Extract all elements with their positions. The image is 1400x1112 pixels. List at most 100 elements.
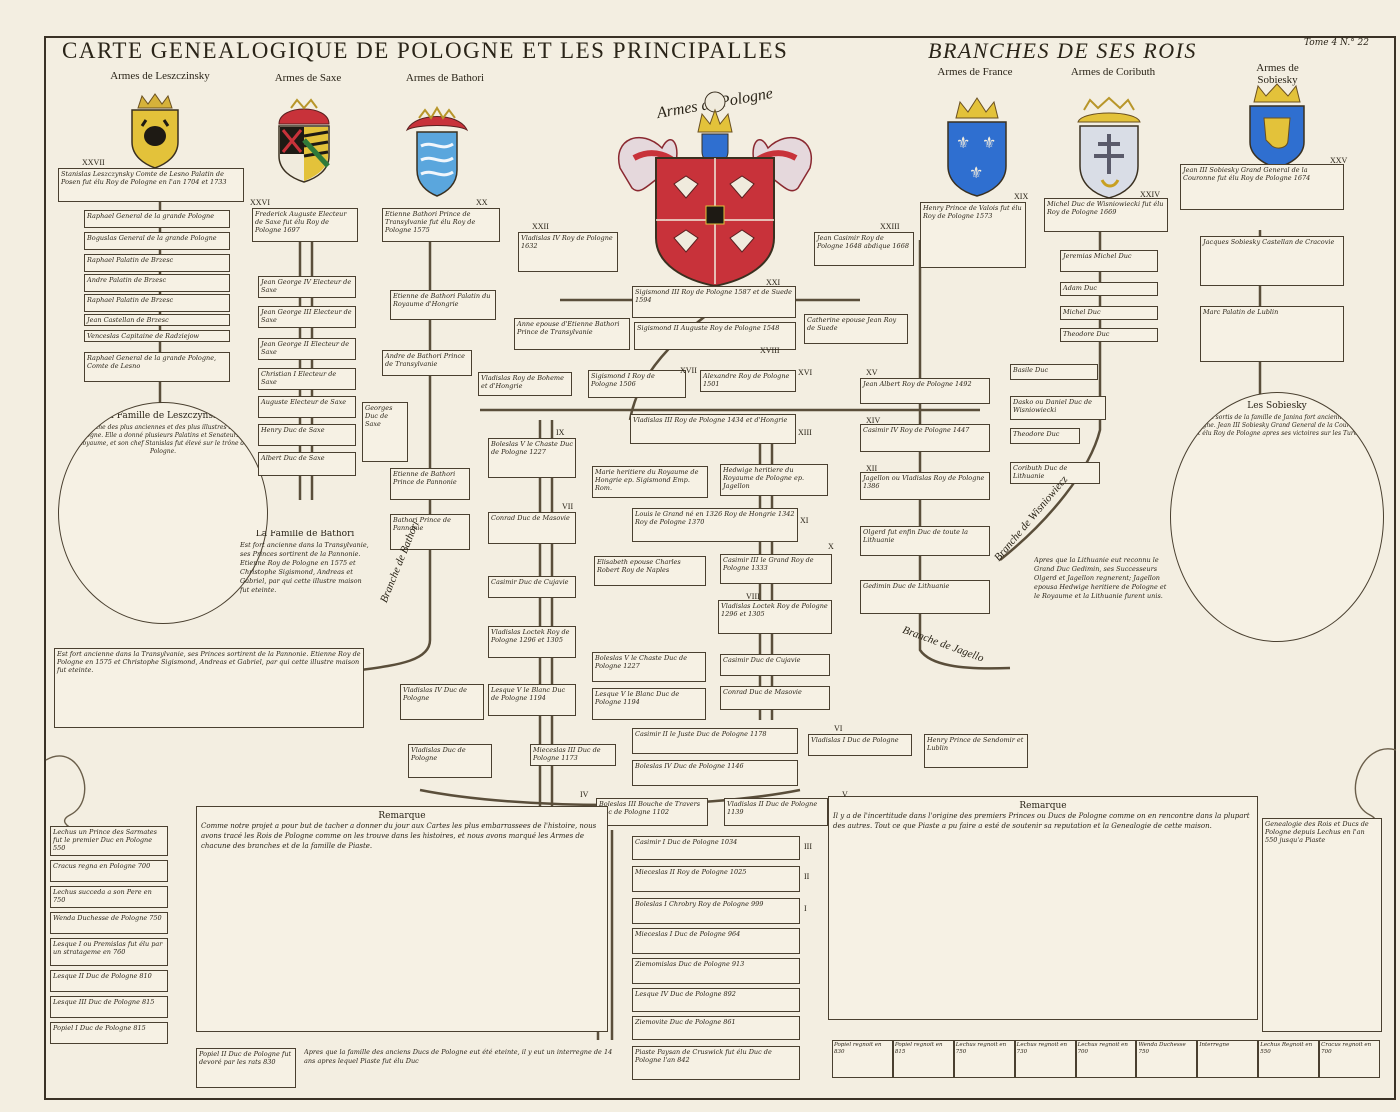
box-mieceslas-i: Mieceslas I Duc de Pologne 964 <box>632 928 800 954</box>
numeral-22: XXII <box>532 222 549 231</box>
footer-cell: Lechus regnoit en 730 <box>1014 1040 1076 1078</box>
france-shield-icon: ⚜ ⚜ ⚜ <box>947 97 1007 197</box>
numeral-1: I <box>804 904 807 913</box>
box-bathori-prince: Bathori Prince de Pannonie <box>390 514 470 550</box>
border-frame <box>44 36 1396 1100</box>
box-sigismond-iii: Sigismond III Roy de Pologne 1587 et de … <box>632 286 796 318</box>
box-ziemovite: Ziemovite Duc de Pologne 861 <box>632 1016 800 1040</box>
svg-text:⚜: ⚜ <box>956 133 970 152</box>
footer-cell: Cracus regnoit en 700 <box>1319 1040 1381 1078</box>
box-mieceslas-iii: Mieceslas III Duc de Pologne 1173 <box>530 744 616 766</box>
box-boleslas-v: Boleslas V le Chaste Duc de Pologne 1227 <box>592 652 706 682</box>
box-christian: Christian I Electeur de Saxe <box>258 368 356 390</box>
box-raphael-1: Raphael General de la grande Pologne <box>84 210 230 228</box>
box-marie: Marie heritiere du Royaume de Hongrie ep… <box>592 466 708 498</box>
box-michel-2: Michel Duc <box>1060 306 1158 320</box>
list-item: Wenda Duchesse de Pologne 750 <box>50 912 168 934</box>
numeral-19: XIX <box>1014 192 1029 201</box>
box-jean-george-4: Jean George IV Electeur de Saxe <box>258 276 356 298</box>
box-boleslas-iii: Boleslas III Bouche de Travers Duc de Po… <box>596 798 708 826</box>
numeral-26: XXVI <box>250 198 270 207</box>
remarque-right-text: Il y a de l'incertitude dans l'origine d… <box>833 812 1250 830</box>
numeral-13: XIII <box>798 428 812 437</box>
numeral-9: IX <box>556 428 565 437</box>
footer-table: Popiel regnoit en 830 Popiel regnoit en … <box>832 1040 1381 1078</box>
box-vladislas-v: Vladislas Roy de Boheme et d'Hongrie <box>478 372 572 396</box>
box-catherine: Catherine epouse Jean Roy de Suede <box>804 314 908 344</box>
bathori-family-note: La Famille de Bathori Est fort ancienne … <box>240 530 370 650</box>
box-piast-5: Lesque V le Blanc Duc de Pologne 1194 <box>488 684 576 716</box>
numeral-27: XXVII <box>82 158 105 167</box>
box-gedimin: Gedimin Duc de Lithuanie <box>860 580 990 614</box>
box-anne: Anne epouse d'Etienne Bathori Prince de … <box>514 318 630 350</box>
box-georges-saxe: Georges Duc de Saxe <box>362 402 408 462</box>
box-casimir-iii: Casimir III le Grand Roy de Pologne 1333 <box>720 554 832 584</box>
box-raphael-3: Raphael Palatin de Brzesc <box>84 294 230 312</box>
box-frederick-auguste: Frederick Auguste Electeur de Saxe fut é… <box>252 208 358 242</box>
early-dukes-list: Lechus un Prince des Sarmates fut le pre… <box>50 826 168 1048</box>
pologne-shield-icon <box>617 91 813 288</box>
numeral-21: XXI <box>766 278 781 287</box>
box-michel: Michel Duc de Wisniowiecki fut élu Roy d… <box>1044 198 1168 232</box>
box-raphael-2: Raphael Palatin de Brzesc <box>84 254 230 272</box>
box-jacques-sobiesky: Jacques Sobiesky Castellan de Cracovie <box>1200 236 1344 286</box>
map-title: CARTE GENEALOGIQUE DE POLOGNE ET LES PRI… <box>62 38 789 63</box>
saxe-shield-icon <box>278 98 330 183</box>
box-jean-casimir: Jean Casimir Roy de Pologne 1648 abdique… <box>814 232 914 266</box>
box-casimir-duc: Casimir Duc de Cujavie <box>720 654 830 676</box>
numeral-12: XII <box>866 464 878 473</box>
box-boguslas: Boguslas General de la grande Pologne <box>84 232 230 250</box>
list-item: Cracus regna en Pologne 700 <box>50 860 168 882</box>
footer-cell: Lechus regnoit en 750 <box>953 1040 1015 1078</box>
box-vladislas-i: Vladislas I Duc de Pologne <box>808 734 912 756</box>
box-henry-prince: Henry Prince de Sendomir et Lublin <box>924 734 1028 768</box>
numeral-25: XXV <box>1330 156 1348 165</box>
box-alexandre: Alexandre Roy de Pologne 1501 <box>700 370 796 392</box>
numeral-4: IV <box>580 790 589 799</box>
list-item: Lesque I ou Premislas fut élu par un str… <box>50 938 168 966</box>
sob-ring-text: Sont sortis de la famille de Janina fort… <box>1189 414 1365 437</box>
footer-cell: Popiel regnoit en 830 <box>832 1040 893 1078</box>
box-elisabeth: Elisabeth epouse Charles Robert Roy de N… <box>594 556 706 586</box>
box-adam: Adam Duc <box>1060 282 1158 296</box>
list-item: Lechus un Prince des Sarmates fut le pre… <box>50 826 168 856</box>
leszczinsky-shield-icon <box>131 93 179 169</box>
box-sigismond-i: Sigismond I Roy de Pologne 1506 <box>588 370 686 398</box>
leszczynsky-family-ring: La Famille de Leszczynsky Est une des pl… <box>58 402 268 624</box>
arms-sobiesky-label: Armes de Sobiesky <box>1256 62 1299 86</box>
box-henry-valois: Henry Prince de Valois fut élu Roy de Po… <box>920 202 1026 268</box>
footer-cell: Wenda Duchesse 750 <box>1136 1040 1198 1078</box>
numeral-23: XXIII <box>880 222 900 231</box>
box-conrad: Conrad Duc de Masovie <box>720 686 830 710</box>
box-coributh: Coributh Duc de Lithuanie <box>1010 462 1100 484</box>
wisnio-branch <box>999 230 1102 561</box>
box-casimir-iv: Casimir IV Roy de Pologne 1447 <box>860 424 990 452</box>
genealogy-note-right: Genealogie des Rois et Ducs de Pologne d… <box>1262 818 1382 1032</box>
arms-bathori-label: Armes de Bathori <box>405 72 485 84</box>
box-lesque-v: Lesque V le Blanc Duc de Pologne 1194 <box>592 688 706 720</box>
box-stanislas: Stanislas Leszczynsky Comte de Lesno Pal… <box>58 168 244 202</box>
box-casimir-i: Casimir I Duc de Pologne 1034 <box>632 836 800 860</box>
box-theodore: Theodore Duc <box>1060 328 1158 342</box>
box-jeremias: Jeremias Michel Duc <box>1060 250 1158 272</box>
numeral-16: XVI <box>798 368 813 377</box>
box-venceslas: Venceslas Capitaine de Radziejow <box>84 330 230 342</box>
trunk-mid <box>538 420 554 830</box>
arms-france-label: Armes de France <box>937 66 1013 78</box>
box-albert-saxe: Albert Duc de Saxe <box>258 452 356 476</box>
list-item: Popiel I Duc de Pologne 815 <box>50 1022 168 1044</box>
lesz-ring-title: La Famille de Leszczynsky <box>102 411 224 421</box>
box-raphael-4: Raphael General de la grande Pologne, Co… <box>84 352 230 382</box>
box-jean-george-3: Jean George III Electeur de Saxe <box>258 306 356 328</box>
lagello-branch <box>918 240 1011 670</box>
arms-leszczinsky-label: Armes de Leszczinsky <box>110 70 210 82</box>
box-boleslas-iv: Boleslas IV Duc de Pologne 1146 <box>632 760 798 786</box>
sobiesky-shield-icon <box>1249 83 1305 169</box>
box-mieceslas-ii: Mieceslas II Roy de Pologne 1025 <box>632 866 800 892</box>
arms-saxe-label: Armes de Saxe <box>274 72 342 84</box>
box-piast-4: Vladislas Loctek Roy de Pologne 1296 et … <box>488 626 576 658</box>
box-vladislas-ii: Vladislas II Duc de Pologne 1139 <box>724 798 828 826</box>
bathori-branch <box>359 230 432 672</box>
box-jagellon: Jagellon ou Vladislas Roy de Pologne 138… <box>860 472 990 500</box>
